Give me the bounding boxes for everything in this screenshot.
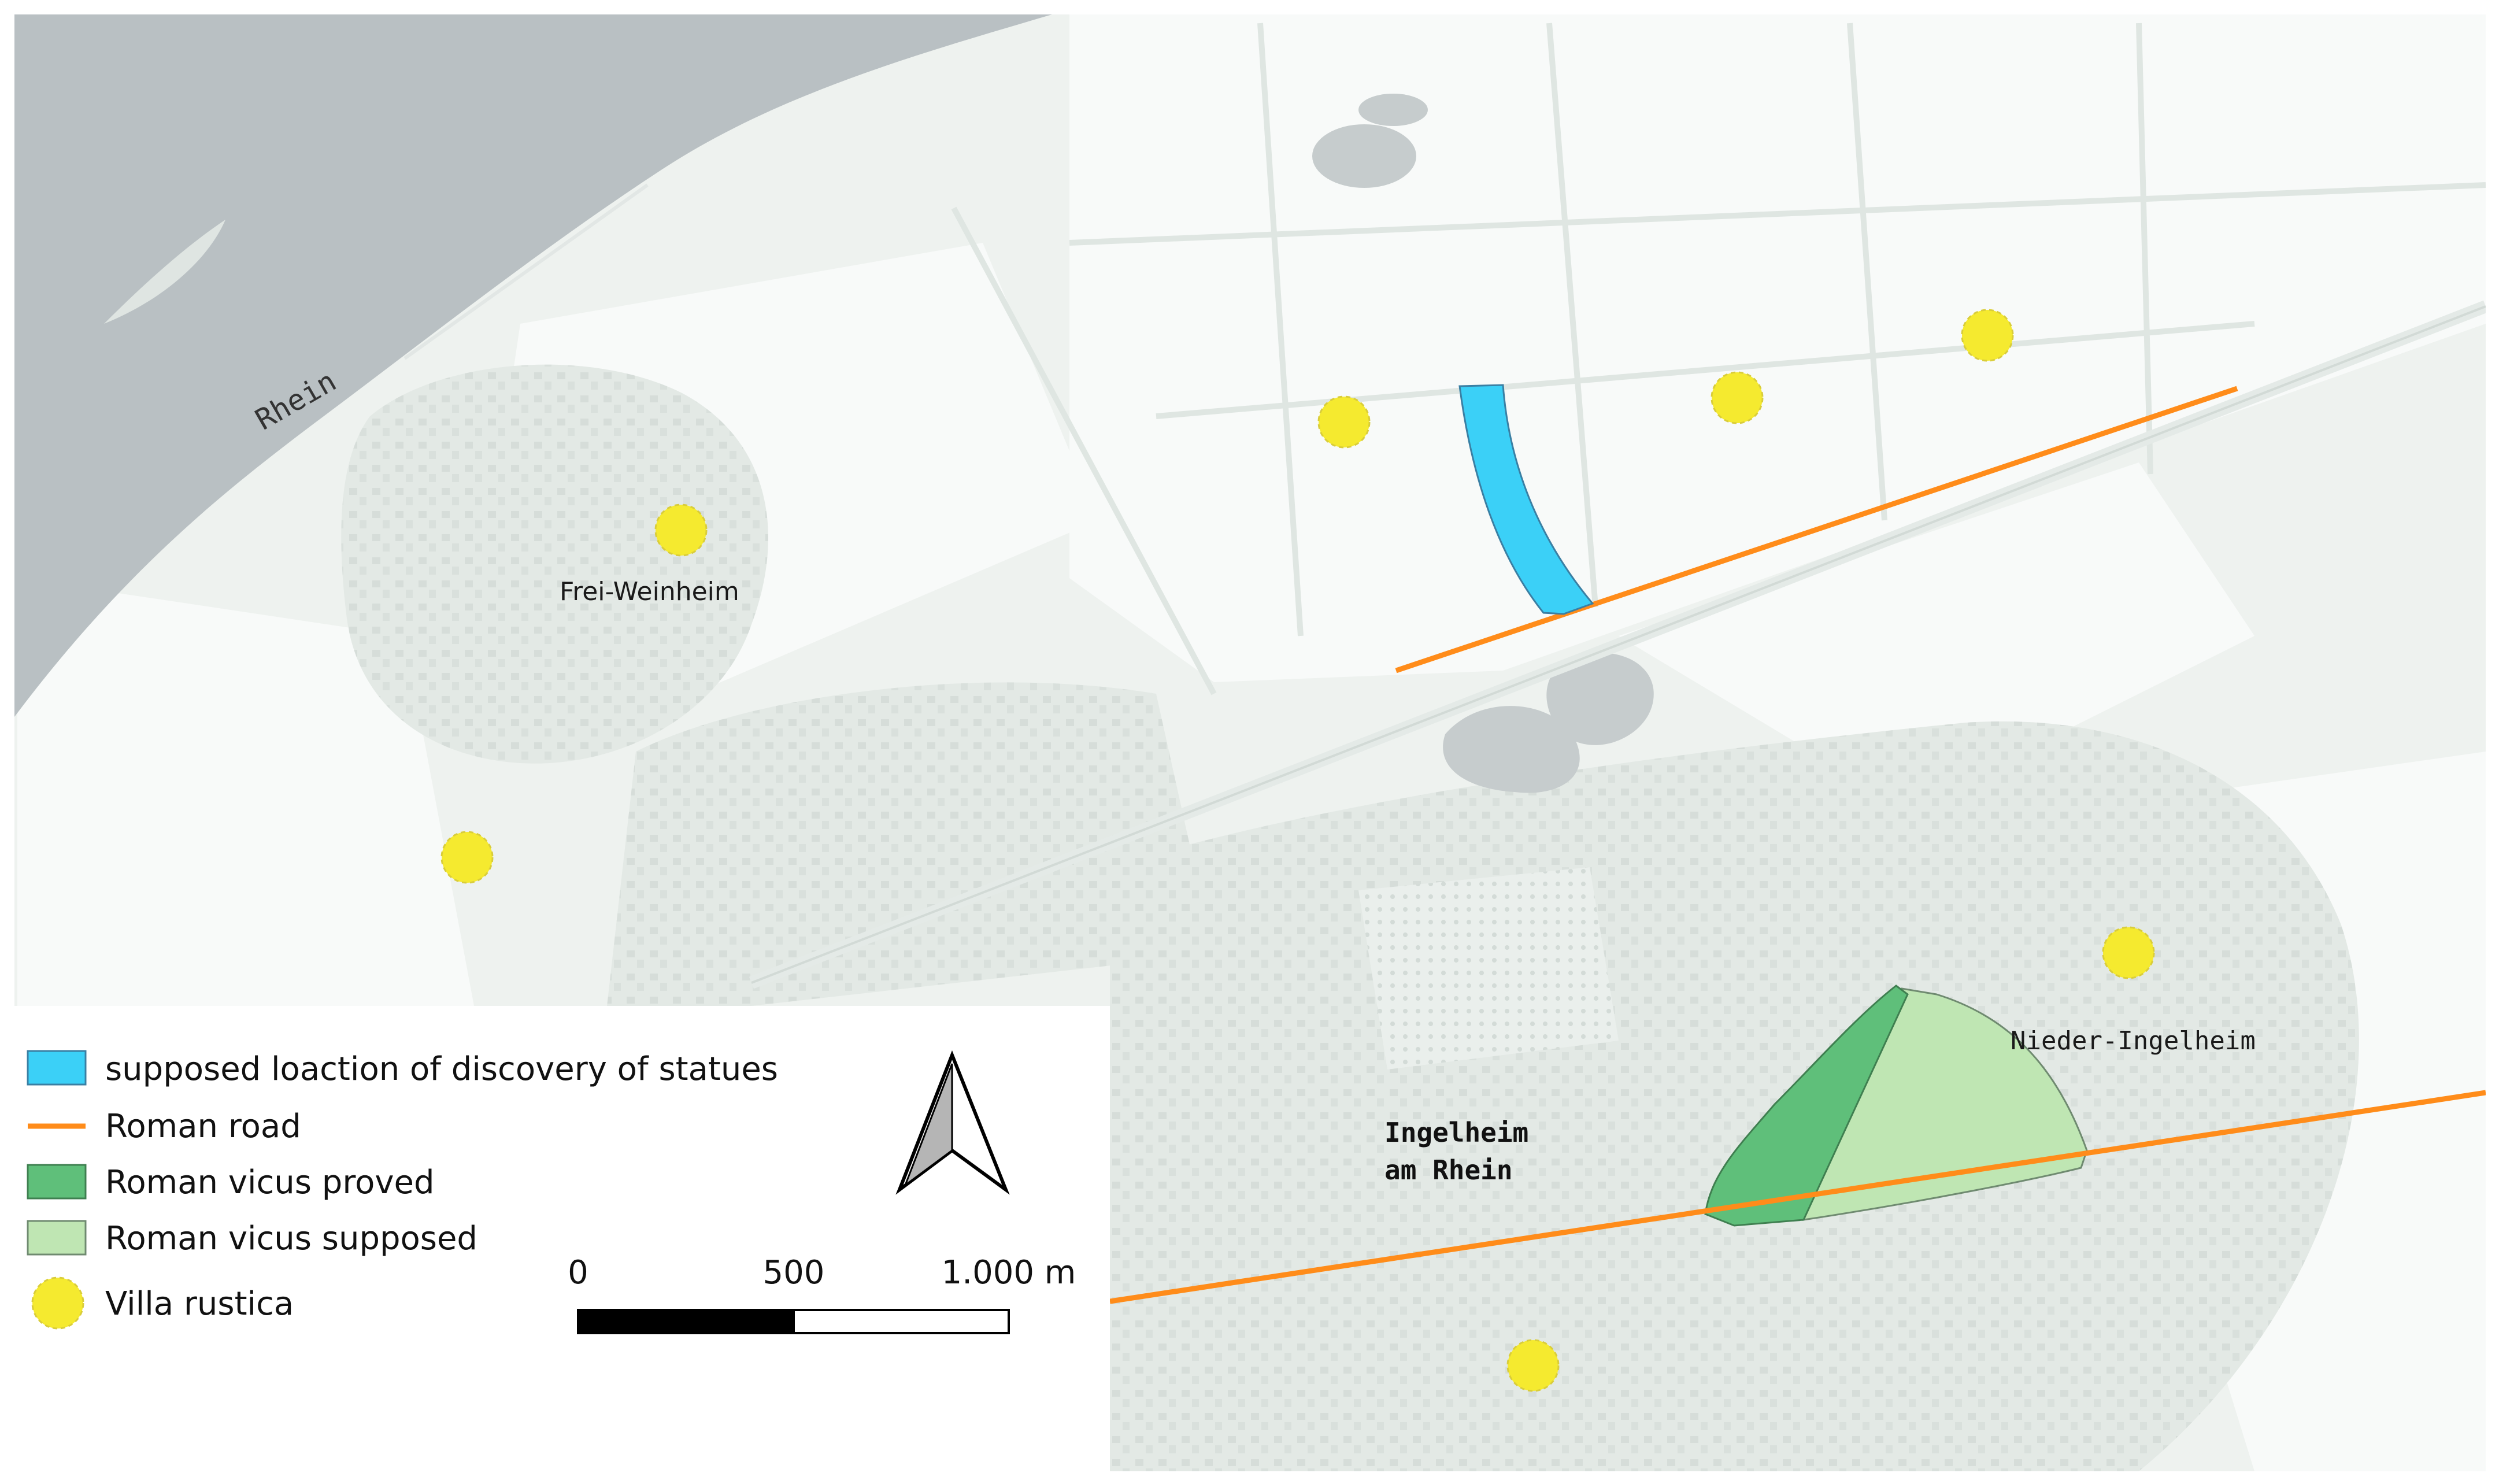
river-bank xyxy=(104,220,225,324)
label-nieder-ingelheim: Nieder-Ingelheim xyxy=(2011,1026,2256,1056)
north-arrow-icon xyxy=(895,1050,1010,1195)
urban-frei-weinheim xyxy=(341,364,768,764)
scale-bar: 0 500 1.000 m xyxy=(568,1254,1076,1334)
scale-segment-black xyxy=(578,1310,794,1333)
legend-label-villa: Villa rustica xyxy=(105,1285,294,1323)
villa-rustica-7 xyxy=(1506,1339,1560,1392)
legend-label-vicus-proved: Roman vicus proved xyxy=(105,1164,435,1201)
scale-tick-500: 500 xyxy=(763,1254,825,1291)
legend-label-vicus-supposed: Roman vicus supposed xyxy=(105,1220,477,1257)
villa-rustica-5 xyxy=(1961,309,2014,362)
vicus-supposed-swatch xyxy=(27,1220,87,1256)
scale-tick-0: 0 xyxy=(568,1254,588,1291)
villa-rustica-3 xyxy=(1317,395,1371,449)
legend-label-discovery: supposed loaction of discovery of statue… xyxy=(105,1050,778,1088)
villa-rustica-6 xyxy=(2102,926,2155,979)
villa-dot xyxy=(31,1276,84,1330)
overlay-features xyxy=(440,309,2486,1392)
discovery-swatch xyxy=(27,1050,87,1086)
legend-label-road: Roman road xyxy=(105,1108,301,1145)
label-ingelheim-line1: Ingelheim xyxy=(1384,1117,1528,1148)
urban-industrial-west xyxy=(607,682,1214,1006)
label-ingelheim-line2: am Rhein xyxy=(1384,1154,1513,1186)
villa-rustica-2 xyxy=(440,831,494,884)
urban-ingelheim xyxy=(1110,721,2359,1471)
vicus-proved-area xyxy=(1704,985,1909,1227)
river-rhein xyxy=(14,14,1052,717)
label-frei-weinheim: Frei-Weinheim xyxy=(560,577,739,606)
legend: supposed loaction of discovery of statue… xyxy=(27,1050,778,1330)
field-lines xyxy=(951,23,2486,695)
scale-segment-white xyxy=(793,1309,1010,1334)
industrial-dots xyxy=(1358,867,1619,1069)
scale-tick-1000: 1.000 m xyxy=(942,1254,1076,1291)
villa-rustica-points xyxy=(440,309,2155,1392)
villa-rustica-4 xyxy=(1711,371,1764,424)
lakes xyxy=(1312,94,1654,793)
roman-road-north xyxy=(1395,386,2238,673)
discovery-area xyxy=(1458,384,1594,615)
roman-road-south xyxy=(1109,1090,2486,1304)
vicus-proved-swatch xyxy=(27,1164,87,1200)
villa-rustica-1 xyxy=(654,504,708,557)
